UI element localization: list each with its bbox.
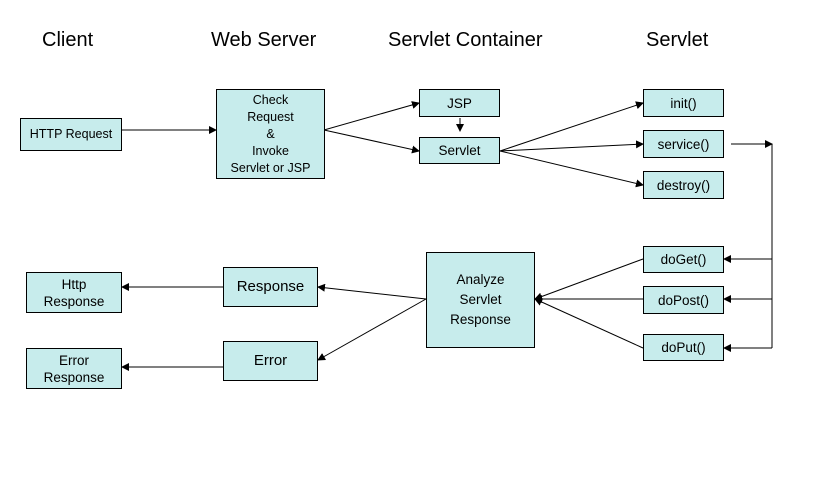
doput-method-box: doPut() — [643, 334, 724, 361]
arrow-analyze-to-error — [317, 298, 427, 361]
arrow-doput-to-analyze — [534, 298, 644, 349]
arrow-check-to-jsp — [323, 101, 420, 131]
arrow-servlet-to-init — [499, 101, 644, 152]
arrow-doget-to-analyze — [534, 258, 644, 301]
header-web-server: Web Server — [211, 29, 317, 51]
destroy-method-box: destroy() — [643, 171, 724, 199]
error-response-box: Error Response — [26, 348, 122, 389]
servlet-box: Servlet — [419, 137, 500, 164]
arrow-check-to-servlet — [323, 129, 420, 154]
init-method-box: init() — [643, 89, 724, 117]
jsp-box: JSP — [419, 89, 500, 117]
analyze-response-box: Analyze Servlet Response — [426, 252, 535, 348]
header-servlet: Servlet — [646, 29, 709, 51]
http-response-box: Http Response — [26, 272, 122, 313]
http-request-box: HTTP Request — [20, 118, 122, 151]
arrow-analyze-to-response — [317, 283, 427, 300]
doget-method-box: doGet() — [643, 246, 724, 273]
service-method-box: service() — [643, 130, 724, 158]
arrow-servlet-to-destroy — [499, 150, 644, 188]
response-box: Response — [223, 267, 318, 307]
header-client: Client — [42, 29, 94, 51]
arrow-servlet-to-service — [499, 140, 644, 152]
header-servlet-container: Servlet Container — [388, 29, 543, 51]
error-box: Error — [223, 341, 318, 381]
dopost-method-box: doPost() — [643, 286, 724, 314]
check-request-box: Check Request & Invoke Servlet or JSP — [216, 89, 325, 179]
